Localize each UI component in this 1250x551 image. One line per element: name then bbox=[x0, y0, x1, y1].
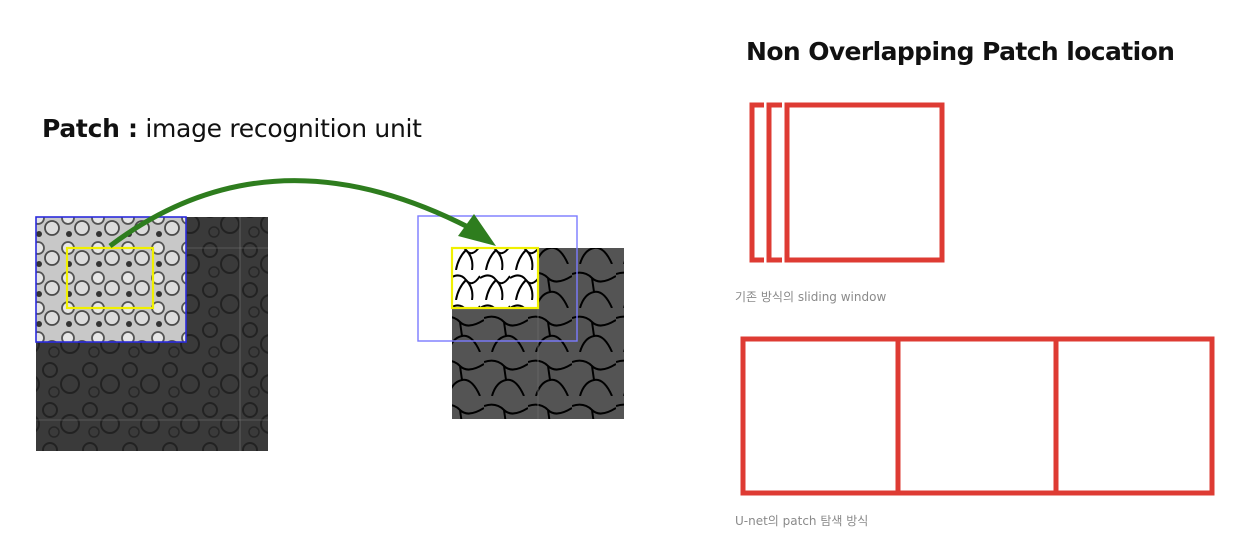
patch-heading: Patch : image recognition unit bbox=[42, 114, 422, 143]
non-overlapping-heading: Non Overlapping Patch location bbox=[746, 37, 1175, 66]
output-context-box bbox=[417, 215, 578, 342]
patch-heading-rest: image recognition unit bbox=[137, 114, 422, 143]
patch-heading-bold: Patch : bbox=[42, 114, 138, 143]
unet-patch-boxes bbox=[740, 336, 1215, 496]
input-context-box bbox=[35, 216, 187, 343]
sliding-window-caption: 기존 방식의 sliding window bbox=[735, 290, 887, 304]
green-arrow-icon bbox=[108, 178, 496, 248]
sliding-window-boxes bbox=[749, 102, 945, 263]
input-patch-box bbox=[65, 246, 155, 310]
unet-caption: U-net의 patch 탐색 방식 bbox=[735, 514, 869, 528]
output-patch-box bbox=[450, 246, 540, 310]
